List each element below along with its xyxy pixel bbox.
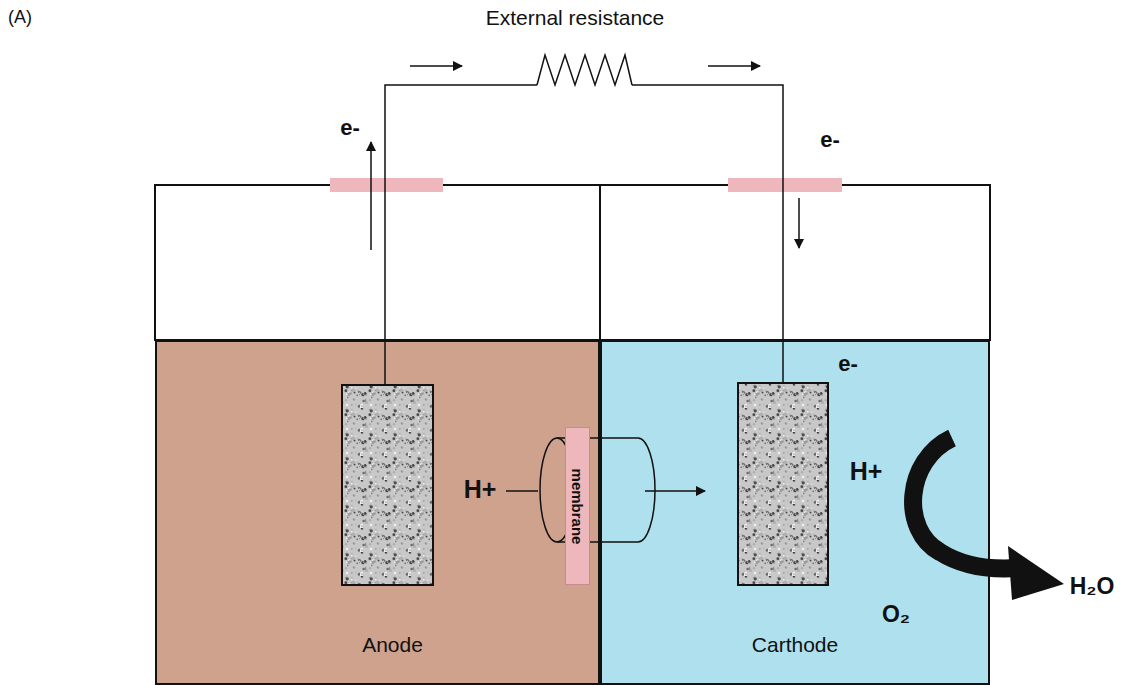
anode-chamber: Anode bbox=[155, 340, 600, 685]
lid bbox=[728, 178, 842, 192]
lid bbox=[330, 178, 443, 192]
resistor-label: External resistance bbox=[486, 6, 665, 29]
panel-letter: (A) bbox=[8, 8, 32, 28]
cathode-chamber: Carthode bbox=[600, 340, 990, 685]
electron-arrow bbox=[370, 142, 372, 250]
reaction-arrowhead bbox=[1008, 546, 1064, 600]
anode-chamber-fill bbox=[155, 340, 600, 685]
proton-label: H+ bbox=[464, 476, 497, 504]
proton-arrow bbox=[645, 490, 705, 492]
anode-electrode bbox=[342, 385, 433, 585]
headspace bbox=[155, 185, 990, 340]
electron-label: e- bbox=[820, 128, 840, 152]
water-label: H₂O bbox=[1070, 574, 1115, 599]
proton-label: H+ bbox=[850, 458, 883, 486]
electron-label: e- bbox=[838, 352, 858, 376]
cathode-electrode bbox=[738, 383, 828, 585]
wire bbox=[632, 85, 783, 383]
cathode-chamber-fill bbox=[600, 340, 990, 685]
membrane: membrane bbox=[565, 427, 590, 585]
current-arrow bbox=[410, 65, 462, 67]
electron-label: e- bbox=[340, 116, 360, 140]
oxygen-label: O₂ bbox=[882, 602, 910, 627]
current-arrow bbox=[708, 65, 760, 67]
membrane-cylinder-end bbox=[638, 438, 655, 542]
node-label: Anode bbox=[362, 633, 423, 657]
proton-line bbox=[506, 490, 538, 492]
node-label: membrane bbox=[569, 468, 586, 544]
node-label: Carthode bbox=[752, 633, 838, 657]
divider bbox=[599, 185, 601, 340]
resistor-symbol bbox=[537, 55, 632, 85]
electron-arrow bbox=[798, 198, 800, 248]
reaction-arrow bbox=[913, 438, 1018, 568]
